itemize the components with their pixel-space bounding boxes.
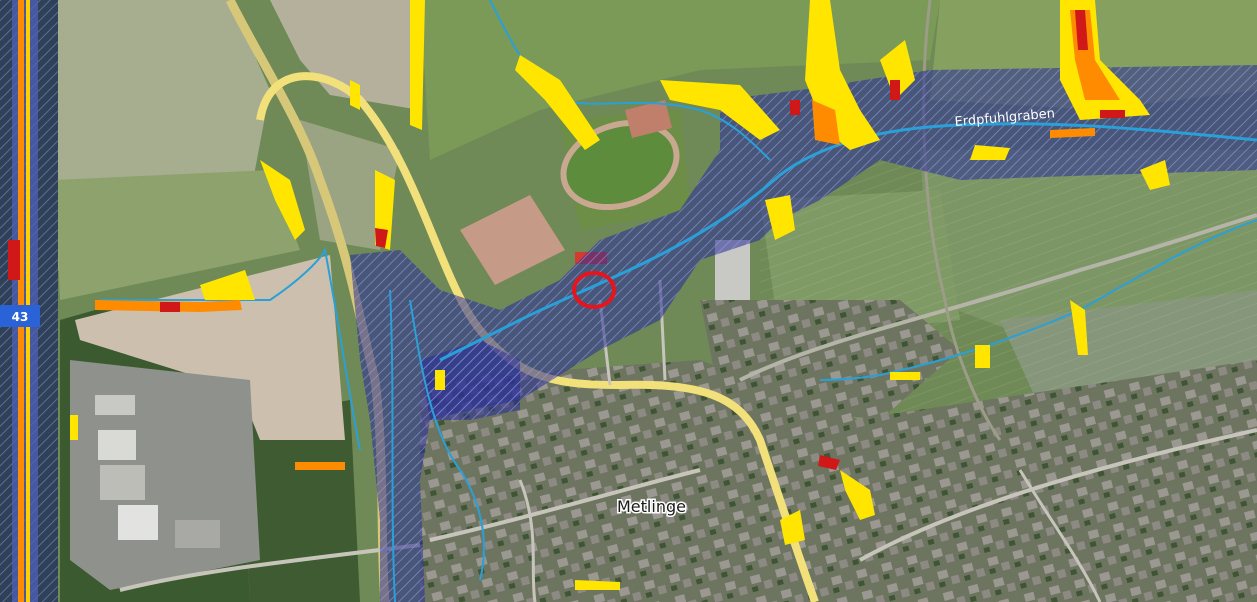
hazard-village-2 (840, 470, 875, 520)
hazard-mid-4 (410, 0, 425, 130)
hazard-village-1 (818, 455, 840, 470)
road-se (859, 428, 1257, 562)
building-1 (98, 430, 136, 460)
hazard-red-3 (1100, 110, 1125, 118)
highway-hazard-3 (8, 240, 20, 280)
hazard-ne-5 (970, 145, 1010, 160)
hazard-mid-1 (260, 160, 305, 240)
forest-mid (240, 400, 360, 602)
hazard-east-1 (1070, 300, 1088, 355)
flood-area-valley (350, 65, 1257, 602)
hazard-ne-3 (1075, 10, 1088, 50)
highway-strip (12, 0, 38, 602)
hazard-village-3 (575, 580, 620, 590)
flow-path-east (819, 219, 1257, 381)
hazard-west-3 (160, 302, 180, 312)
hazard-ne-6 (1140, 160, 1170, 190)
quarry (75, 255, 345, 440)
hazard-east-2 (890, 372, 920, 380)
highway-hazard-2 (26, 0, 30, 602)
hazard-north-1 (515, 55, 600, 150)
flow-path-south (409, 299, 485, 581)
flow-path-sw (389, 289, 396, 602)
hazard-west-2 (200, 270, 255, 300)
flow-path-main (439, 122, 1257, 362)
building-3 (118, 505, 158, 540)
hazard-north-2 (660, 80, 780, 140)
road-south (518, 479, 537, 602)
hazard-patches (70, 0, 1170, 590)
town-label: Metlinge (617, 497, 686, 516)
tennis-courts (460, 195, 565, 285)
hazard-mid-8 (765, 195, 795, 240)
clay-pitch (625, 100, 672, 138)
hazard-north-3b (812, 100, 840, 145)
road-southeast (1018, 469, 1102, 602)
hazard-orange-4 (1050, 128, 1095, 138)
highway-label: 43 (12, 310, 29, 324)
hazard-south-1 (295, 462, 345, 470)
hazard-mid-5 (350, 80, 360, 110)
field-n (270, 0, 420, 110)
road-village (429, 468, 701, 542)
building-2 (100, 465, 145, 500)
road-sw (119, 543, 421, 592)
field-nw-lower (55, 170, 300, 300)
road-east (739, 213, 1257, 382)
highway-hazard-1 (18, 0, 24, 602)
circle-marker-icon (572, 271, 616, 309)
flood-area-mid (420, 340, 520, 420)
hazard-east-3 (975, 345, 990, 368)
industrial-yard (70, 360, 260, 590)
hazard-mid-6 (435, 370, 445, 390)
flow-path-west (99, 246, 361, 451)
hazard-mid-3 (375, 228, 388, 248)
building-4 (175, 520, 220, 548)
hazard-red-1 (890, 80, 900, 100)
hazard-red-2 (790, 100, 800, 115)
highway-shield (0, 305, 40, 327)
hazard-village-4 (780, 510, 805, 545)
building-5 (95, 395, 135, 415)
hazard-mid-7 (70, 415, 78, 440)
village-north (700, 300, 960, 420)
hazard-ne-4 (880, 40, 915, 100)
